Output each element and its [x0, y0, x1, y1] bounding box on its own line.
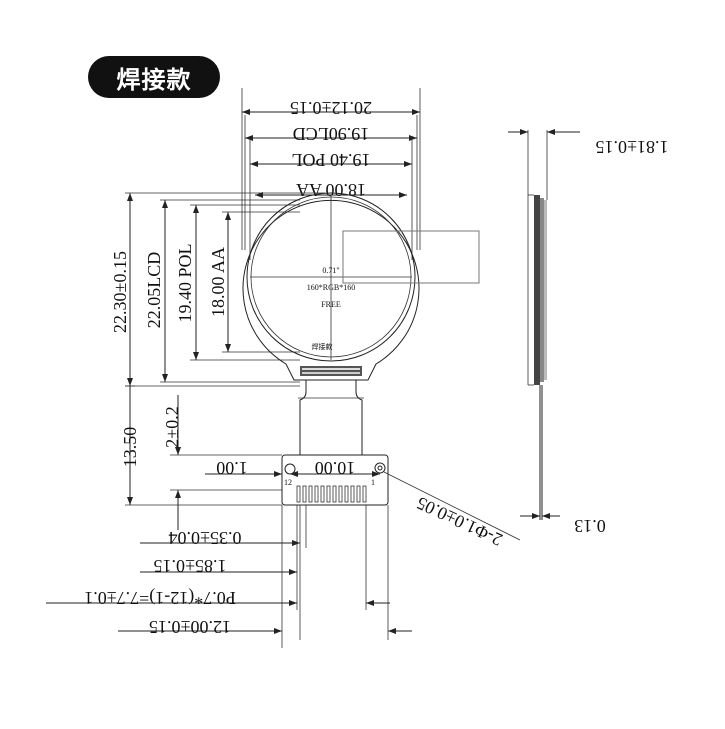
fpc-pins: [296, 485, 367, 503]
fpc-dimensions: 13.50 2±0.2 1.00 10.00 2-Φ1.0±0.05 0.35±…: [46, 385, 521, 648]
dim-thickness: 1.81±0.15: [596, 137, 669, 157]
display-size-label: 0.71": [322, 266, 339, 275]
dim-stiffener: 2±0.2: [162, 406, 182, 447]
dim-width-total: 20.12±0.15: [290, 98, 372, 118]
dim-holes: 2-Φ1.0±0.05: [414, 493, 506, 550]
fpc-tail: 12 1: [281, 380, 389, 506]
dim-fpc-width: 12.00±0.15: [149, 617, 231, 637]
dim-fpc-length: 13.50: [120, 427, 140, 468]
dim-hole-pitch: 10.00: [315, 458, 356, 478]
round-display: 0.71" 160*RGB*160 FREE 焊接款: [242, 192, 480, 381]
dim-height-total: 22.30±0.15: [110, 251, 130, 333]
pin-label-12: 12: [284, 478, 292, 487]
dim-pin-edge: 1.85±0.15: [154, 556, 227, 576]
dim-width-lcd: 19.90LCD: [293, 124, 370, 144]
dim-height-lcd: 22.05LCD: [144, 252, 164, 329]
pin-label-1: 1: [371, 478, 375, 487]
side-view: 1.81±0.15 0.13: [508, 129, 668, 536]
badge-weld-type: 焊接款: [88, 56, 220, 98]
dim-fpc-thickness: 0.13: [574, 516, 606, 536]
dim-width-pol: 19.40 POL: [291, 150, 370, 170]
dim-height-pol: 19.40 POL: [175, 243, 195, 322]
left-dimensions: 22.30±0.15 22.05LCD 19.40 POL 18.00 AA: [110, 192, 325, 387]
display-resolution-label: 160*RGB*160: [307, 283, 355, 292]
dim-height-aa: 18.00 AA: [208, 247, 228, 317]
dim-pin-pitch: P0.7*(12-1)=7.7±0.1: [84, 587, 236, 608]
dim-hole-offset: 1.00: [216, 458, 248, 478]
dim-pin-width: 0.35±0.04: [169, 528, 242, 548]
display-mode-label: FREE: [321, 300, 341, 309]
display-solder-note: 焊接款: [312, 342, 333, 351]
